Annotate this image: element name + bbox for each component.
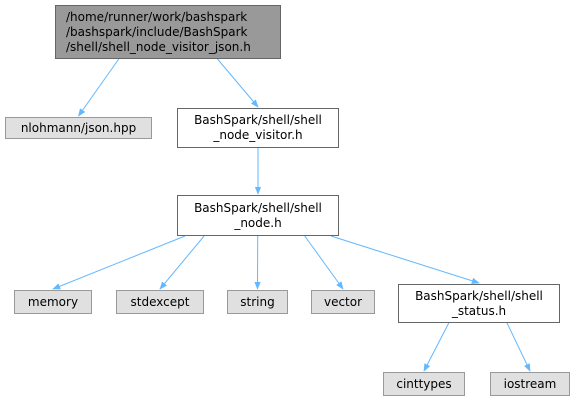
node-visitor[interactable]: BashSpark/shell/shell _node_visitor.h	[177, 108, 339, 148]
node-json[interactable]: nlohmann/json.hpp	[5, 117, 152, 139]
node-root-line-3: /shell/shell_node_visitor_json.h	[66, 39, 251, 54]
edge-root-to-visitor	[217, 58, 259, 108]
node-vector[interactable]: vector	[311, 290, 375, 314]
node-vector-label: vector	[323, 294, 363, 309]
node-cinttypes[interactable]: cinttypes	[383, 372, 465, 396]
node-memory[interactable]: memory	[14, 290, 92, 314]
edge-node-to-status	[330, 235, 480, 284]
edge-status-to-iostream	[506, 322, 531, 372]
node-status-line-2: _status.h	[451, 303, 507, 318]
node-json-label: nlohmann/json.hpp	[20, 120, 137, 135]
node-visitor-line-1: BashSpark/shell/shell	[194, 113, 322, 127]
node-root-line-2: /bashspark/include/BashSpark	[66, 24, 248, 39]
node-iostream-label: iostream	[503, 376, 557, 391]
node-stdexcept-label: stdexcept	[130, 294, 190, 309]
node-status[interactable]: BashSpark/shell/shell _status.h	[398, 284, 560, 323]
edge-node-to-stdexcept	[159, 235, 205, 290]
node-string-label: string	[240, 294, 275, 309]
node-shell-node-line-1: BashSpark/shell/shell	[194, 200, 322, 215]
node-cinttypes-label: cinttypes	[396, 376, 452, 391]
edge-node-to-vector	[304, 235, 344, 290]
node-shell-node-line-2: _node.h	[234, 215, 282, 230]
node-status-line-1: BashSpark/shell/shell	[415, 288, 543, 303]
node-iostream[interactable]: iostream	[490, 372, 570, 396]
node-visitor-line-2: _node_visitor.h	[213, 128, 303, 142]
node-string[interactable]: string	[227, 290, 288, 314]
edge-status-to-cinttypes	[423, 322, 450, 372]
node-root[interactable]: /home/runner/work/bashspark /bashspark/i…	[55, 5, 281, 59]
edge-node-to-memory	[52, 235, 186, 290]
node-stdexcept[interactable]: stdexcept	[116, 290, 204, 314]
node-memory-label: memory	[27, 294, 79, 309]
node-root-line-1: /home/runner/work/bashspark	[66, 9, 248, 24]
edge-root-to-json	[78, 58, 120, 117]
node-shell-node[interactable]: BashSpark/shell/shell _node.h	[177, 195, 339, 236]
